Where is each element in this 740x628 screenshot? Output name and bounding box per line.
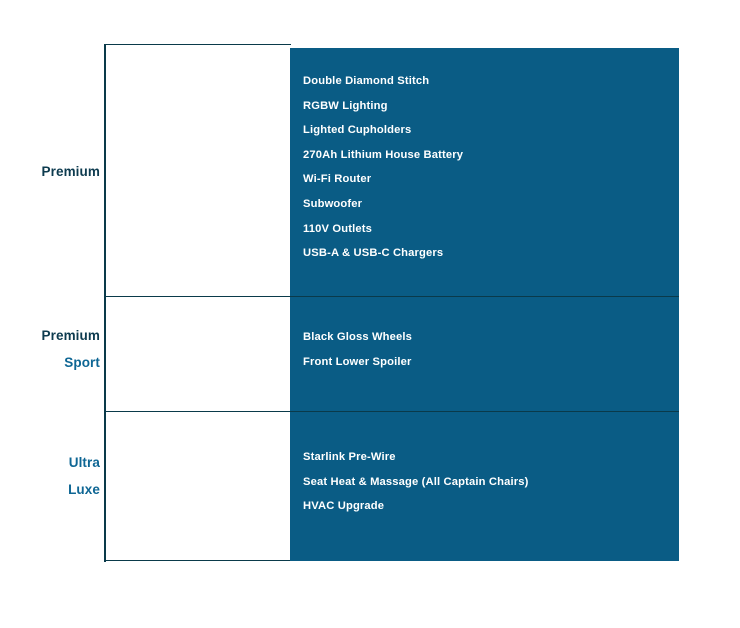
feature-item: Subwoofer	[303, 197, 363, 210]
feature-group-premium-sport: Black Gloss Wheels Front Lower Spoiler	[290, 297, 679, 411]
feature-item: Lighted Cupholders	[303, 124, 412, 137]
group-label-premium-sport: Premium Sport	[0, 329, 100, 369]
group-label-line: Premium	[41, 164, 100, 179]
group-label-line: Luxe	[68, 481, 100, 497]
bracket-arm-top	[104, 44, 291, 46]
feature-item: Front Lower Spoiler	[303, 355, 412, 368]
feature-item: Black Gloss Wheels	[303, 331, 413, 343]
bracket-arm-bottom	[104, 560, 291, 562]
feature-item: HVAC Upgrade	[303, 500, 385, 513]
feature-list: Black Gloss Wheels Front Lower Spoiler	[303, 297, 679, 368]
bracket-spine	[104, 44, 106, 562]
feature-group-premium: Double Diamond Stitch RGBW Lighting Ligh…	[290, 48, 679, 296]
feature-item: Seat Heat & Massage (All Captain Chairs)	[303, 475, 529, 488]
group-label-line: Sport	[64, 354, 100, 370]
feature-item: USB-A & USB-C Chargers	[303, 247, 444, 260]
bracket-arm-divider-2	[104, 411, 291, 413]
feature-panel: Double Diamond Stitch RGBW Lighting Ligh…	[290, 48, 679, 561]
feature-item: 270Ah Lithium House Battery	[303, 148, 464, 161]
group-label-line: Premium	[41, 328, 100, 343]
feature-item: Wi-Fi Router	[303, 173, 372, 186]
feature-group-ultra-luxe: Starlink Pre-Wire Seat Heat & Massage (A…	[290, 412, 679, 561]
group-label-ultra-luxe: Ultra Luxe	[0, 456, 100, 496]
feature-list: Double Diamond Stitch RGBW Lighting Ligh…	[303, 48, 679, 259]
feature-item: 110V Outlets	[303, 222, 372, 235]
panel-divider-2	[290, 411, 679, 413]
feature-item: Starlink Pre-Wire	[303, 451, 396, 463]
panel-divider-1	[290, 296, 679, 298]
group-label-line: Ultra	[68, 455, 100, 470]
bracket-arm-divider-1	[104, 296, 291, 298]
feature-item: Double Diamond Stitch	[303, 75, 430, 87]
feature-list: Starlink Pre-Wire Seat Heat & Massage (A…	[303, 412, 679, 512]
group-label-premium: Premium	[0, 165, 100, 179]
feature-item: RGBW Lighting	[303, 99, 388, 112]
